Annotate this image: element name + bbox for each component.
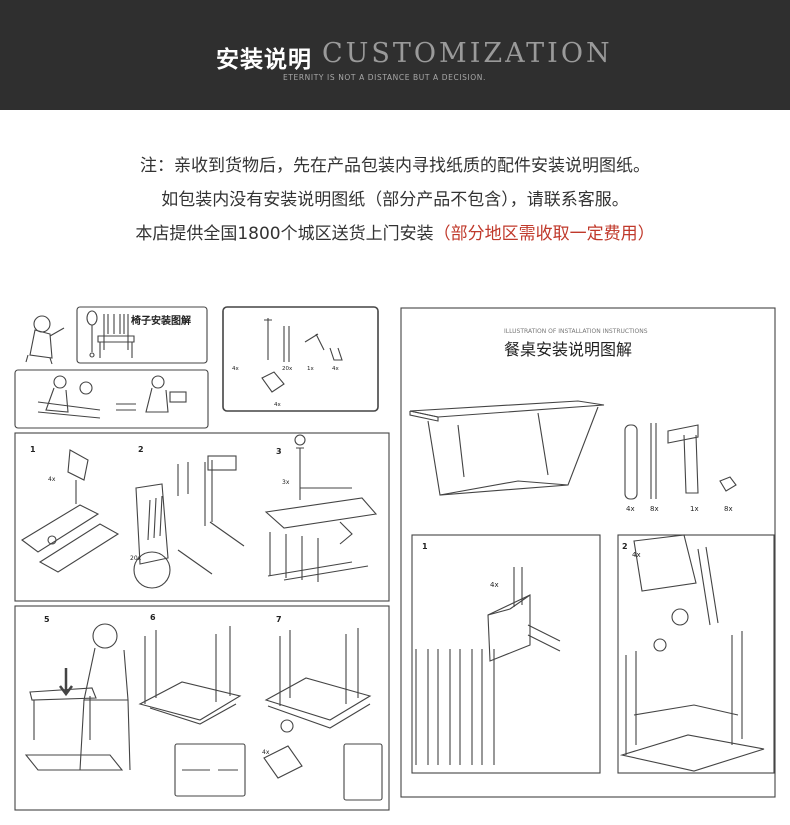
chair-steps-567-box <box>14 605 390 811</box>
chair-step-2: 2 <box>138 445 144 454</box>
page-header: 安装说明 CUSTOMIZATION ETERNITY IS NOT A DIS… <box>0 0 790 110</box>
chair-step-6: 6 <box>150 613 156 622</box>
chair-title: 椅子安装图解 <box>131 314 191 327</box>
note-line-3: 本店提供全国1800个城区送货上门安装（部分地区需收取一定费用） <box>0 222 790 256</box>
chair-step-1: 1 <box>30 445 36 454</box>
chair-step-3: 3 <box>276 447 282 456</box>
table-step-2-qty: 4x <box>632 551 641 559</box>
hw-label-3: 1x <box>307 366 314 372</box>
chair-instructions-panel: 椅子安装图解 4x 20x 1x 4x 4x 1 4x 2 20x 3 3x 5… <box>0 300 400 820</box>
chair-instructions-illustration: 椅子安装图解 4x 20x 1x 4x 4x 1 4x 2 20x 3 3x 5… <box>14 306 390 811</box>
note-line-3-text: 本店提供全国1800个城区送货上门安装 <box>135 224 434 244</box>
install-notes: 注：亲收到货物后，先在产品包装内寻找纸质的配件安装说明图纸。 如包装内没有安装说… <box>0 154 790 256</box>
chair-step-3-qty: 3x <box>282 479 290 486</box>
table-panel-frame <box>400 307 776 798</box>
header-title-cn: 安装说明 <box>216 47 312 73</box>
table-step-1-qty: 4x <box>490 581 499 589</box>
wrench-icon <box>86 310 98 358</box>
table-step-2-box <box>617 534 775 774</box>
hardware-box <box>222 306 379 412</box>
chair-step-2-qty: 20x <box>130 555 142 562</box>
chair-steps-123-box <box>14 432 390 602</box>
table-instructions-panel: ILLUSTRATION OF INSTALLATION INSTRUCTION… <box>398 305 778 800</box>
header-title-en: CUSTOMIZATION <box>322 38 613 69</box>
chair-intro-box <box>76 306 208 364</box>
part-qty-2: 8x <box>650 505 659 513</box>
chair-step-1-qty: 4x <box>48 476 56 483</box>
hw-label-1: 4x <box>232 366 239 372</box>
part-qty-1: 4x <box>626 505 635 513</box>
hw-label-4: 4x <box>332 366 339 372</box>
table-step-2: 2 <box>622 542 628 551</box>
note-line-1: 注：亲收到货物后，先在产品包装内寻找纸质的配件安装说明图纸。 <box>140 156 650 176</box>
hw-label-5: 4x <box>274 402 281 408</box>
table-subtitle: ILLUSTRATION OF INSTALLATION INSTRUCTION… <box>504 328 648 335</box>
part-qty-3: 1x <box>690 505 699 513</box>
part-qty-4: 8x <box>724 505 733 513</box>
header-subtitle: ETERNITY IS NOT A DISTANCE BUT A DECISIO… <box>283 73 486 82</box>
chair-icon <box>97 314 135 358</box>
dining-table-drawing <box>409 400 605 496</box>
chair-step-5: 5 <box>44 615 50 624</box>
note-line-3-red: （部分地区需收取一定费用） <box>433 224 655 244</box>
hw-label-2: 20x <box>282 366 293 372</box>
table-instructions-illustration: ILLUSTRATION OF INSTALLATION INSTRUCTION… <box>400 307 776 798</box>
chair-step-7-qty: 4x <box>262 749 270 756</box>
table-step-1-box <box>411 534 601 774</box>
table-title: 餐桌安装说明图解 <box>504 340 632 359</box>
chair-people-box <box>14 369 209 429</box>
note-line-2: 如包装内没有安装说明图纸（部分产品不包含），请联系客服。 <box>161 190 629 210</box>
table-step-1: 1 <box>422 542 428 551</box>
chair-step-7: 7 <box>276 615 282 624</box>
